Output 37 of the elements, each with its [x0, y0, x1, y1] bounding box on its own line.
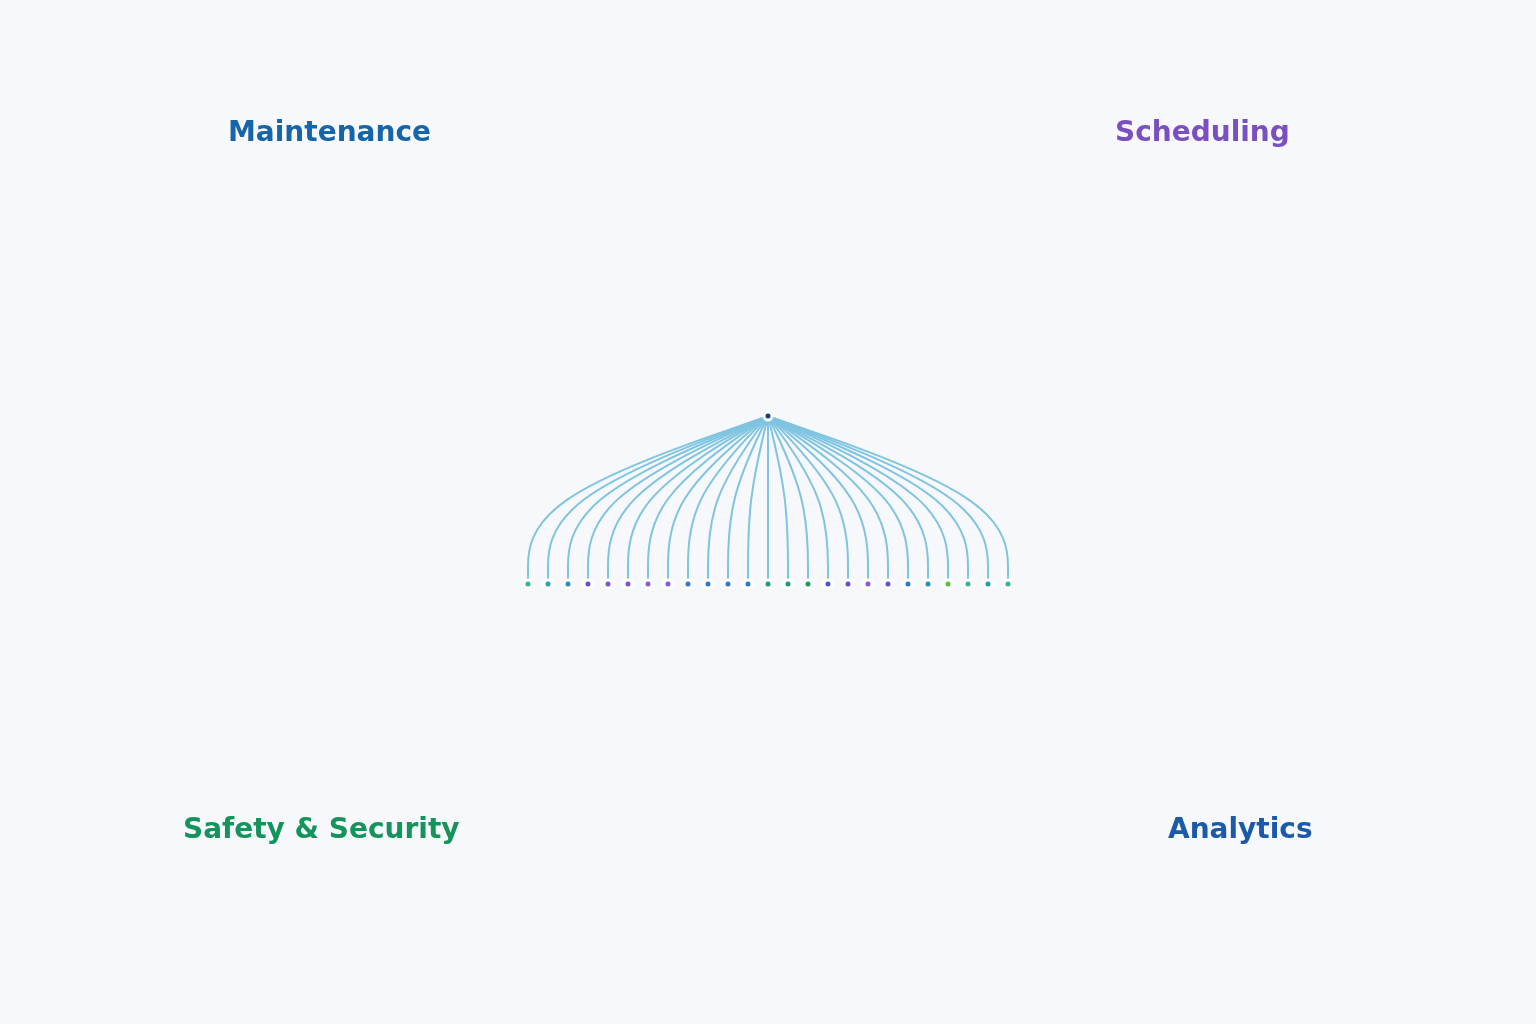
node-circle — [622, 578, 634, 590]
node-circle — [942, 578, 954, 590]
node-circle — [562, 578, 574, 590]
node-circle — [922, 578, 934, 590]
node-circle — [542, 578, 554, 590]
node-circle — [782, 578, 794, 590]
connector — [768, 418, 809, 581]
node-circle — [642, 578, 654, 590]
category-label: Analytics — [1168, 812, 1313, 845]
connector — [707, 418, 767, 581]
node-circle — [882, 578, 894, 590]
node-circle — [662, 578, 674, 590]
node-circle — [522, 578, 534, 590]
node-circle — [962, 578, 974, 590]
node-circle — [682, 578, 694, 590]
connector — [769, 418, 829, 581]
node-circle — [582, 578, 594, 590]
node-circle — [602, 578, 614, 590]
connector — [767, 419, 769, 581]
category-label: Scheduling — [1115, 115, 1290, 148]
connector — [727, 418, 768, 581]
node-circle — [762, 410, 774, 422]
node-circle — [802, 578, 814, 590]
node-circle — [822, 578, 834, 590]
category-label: Maintenance — [228, 115, 431, 148]
node-circle — [902, 578, 914, 590]
category-label: Safety & Security — [183, 812, 460, 845]
node-circle — [742, 578, 754, 590]
connector — [767, 418, 789, 581]
connector — [747, 418, 769, 581]
node-circle — [702, 578, 714, 590]
node-circle — [722, 578, 734, 590]
node-circle — [1002, 578, 1014, 590]
node-circle — [762, 578, 774, 590]
node-circle — [982, 578, 994, 590]
node-circle — [862, 578, 874, 590]
node-circle — [842, 578, 854, 590]
